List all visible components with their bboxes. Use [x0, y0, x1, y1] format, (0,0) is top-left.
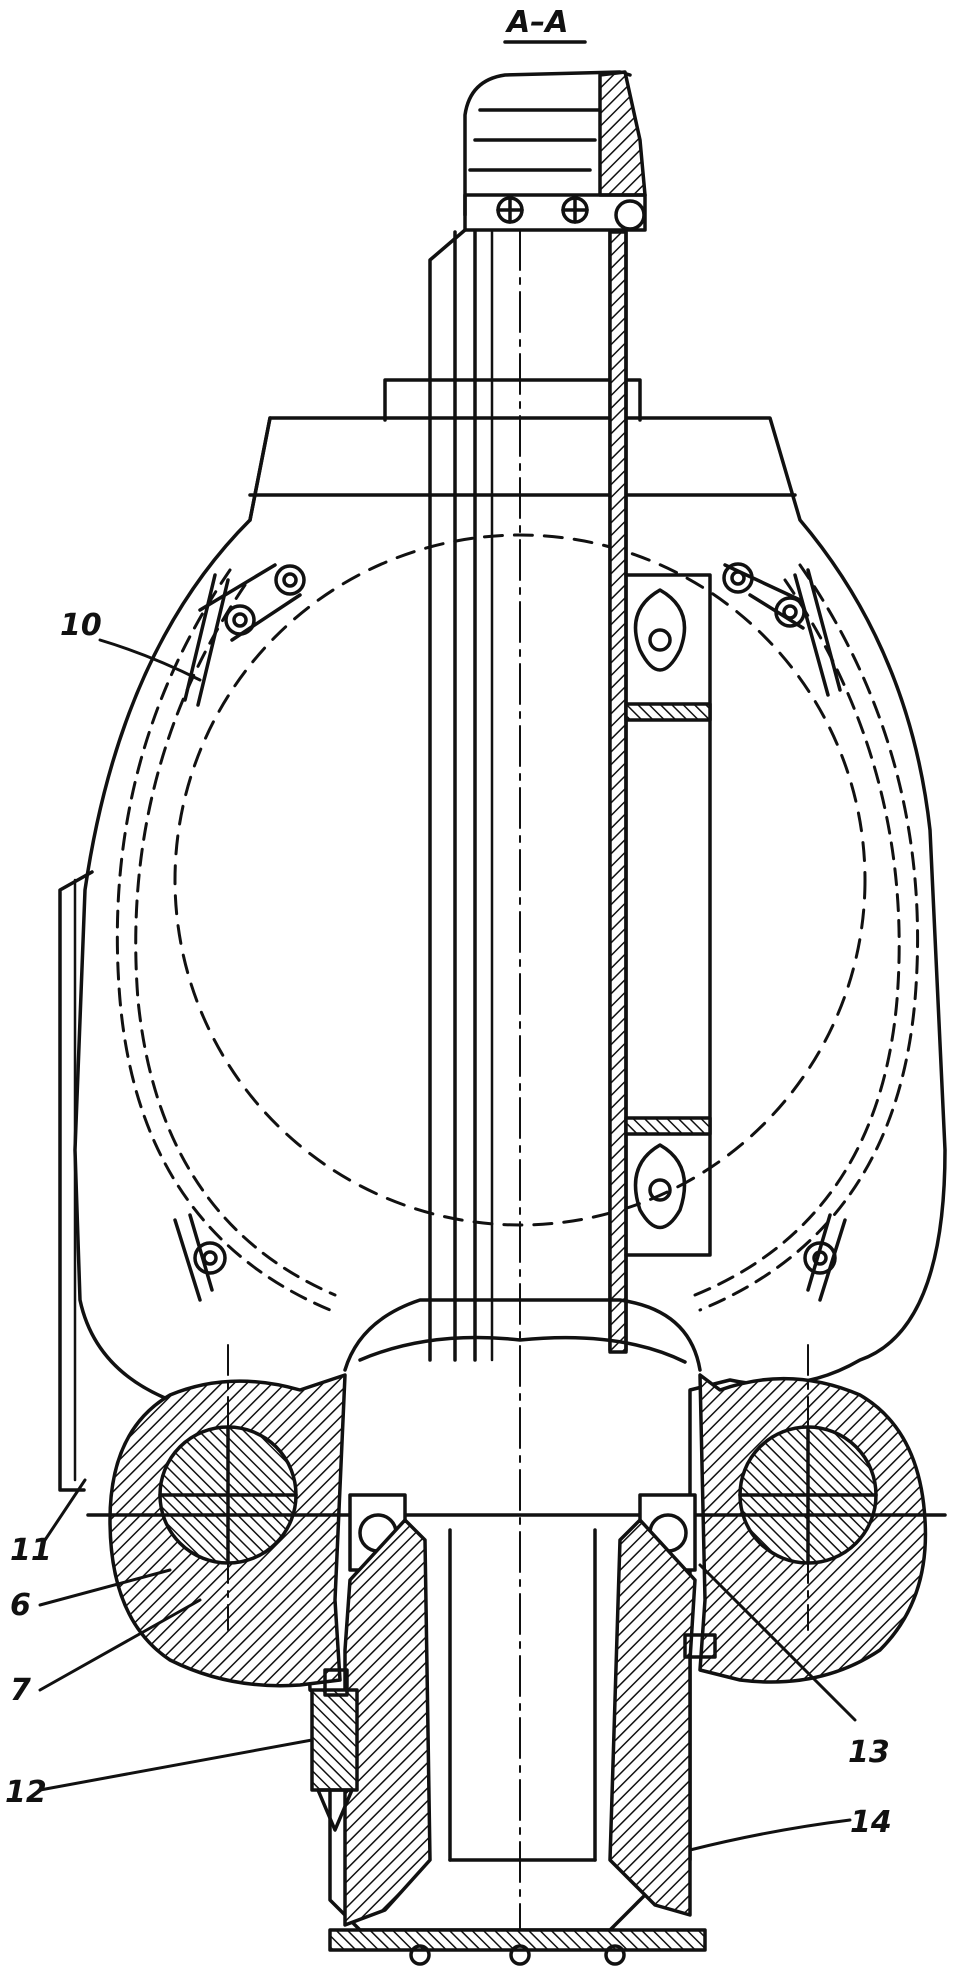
callout-14: 14 — [850, 1805, 892, 1840]
column-hatched-top — [598, 70, 647, 197]
side-bracket — [624, 573, 712, 1257]
flange-bolt-3 — [604, 1944, 626, 1966]
callout-12: 12 — [5, 1775, 47, 1810]
leader-12 — [38, 1738, 314, 1792]
grease-nipple-tip — [316, 1788, 354, 1832]
clamp-right-top — [793, 568, 842, 697]
bolt-left-low — [193, 1241, 227, 1275]
clamp-left-bottom — [173, 1213, 214, 1302]
housing-dashed-right — [698, 563, 920, 1312]
callout-11: 11 — [10, 1533, 52, 1568]
flange-bolt-2 — [509, 1944, 531, 1966]
column-saddle — [343, 1298, 702, 1372]
column-right-wall — [608, 230, 628, 1354]
butterfly-fitting-top — [633, 588, 687, 672]
leader-10 — [98, 638, 202, 682]
column-top-cap — [463, 70, 632, 217]
bracket-rib-bottom — [624, 1116, 712, 1136]
casing-shoulder-line — [248, 416, 272, 522]
column-left-edge — [428, 228, 467, 1362]
section-title: A–A — [505, 5, 568, 40]
callout-10: 10 — [60, 608, 102, 643]
bracket-rib-top — [624, 702, 712, 722]
clamp-left-top — [183, 573, 230, 707]
callout-7: 7 — [10, 1673, 31, 1708]
spout-right-wall — [608, 1518, 697, 1917]
bolt-left-upper — [274, 564, 306, 596]
callout-13: 13 — [848, 1735, 890, 1770]
top-boss — [383, 378, 642, 422]
leader-7 — [38, 1598, 202, 1692]
spout-left-wall — [343, 1518, 432, 1927]
leader-11 — [43, 1478, 87, 1542]
small-bolt-right — [683, 1633, 717, 1659]
housing-dashed-left — [115, 568, 332, 1312]
leader-6 — [38, 1568, 172, 1607]
leader-14 — [688, 1818, 852, 1852]
butterfly-fitting-bottom — [633, 1143, 687, 1230]
grease-nipple-body — [310, 1688, 359, 1792]
bolt-right-low — [803, 1241, 837, 1275]
top-bolt-3 — [614, 199, 646, 231]
flange-bolt-1 — [409, 1944, 431, 1966]
leader-13 — [698, 1563, 857, 1722]
callout-6: 6 — [10, 1588, 31, 1623]
